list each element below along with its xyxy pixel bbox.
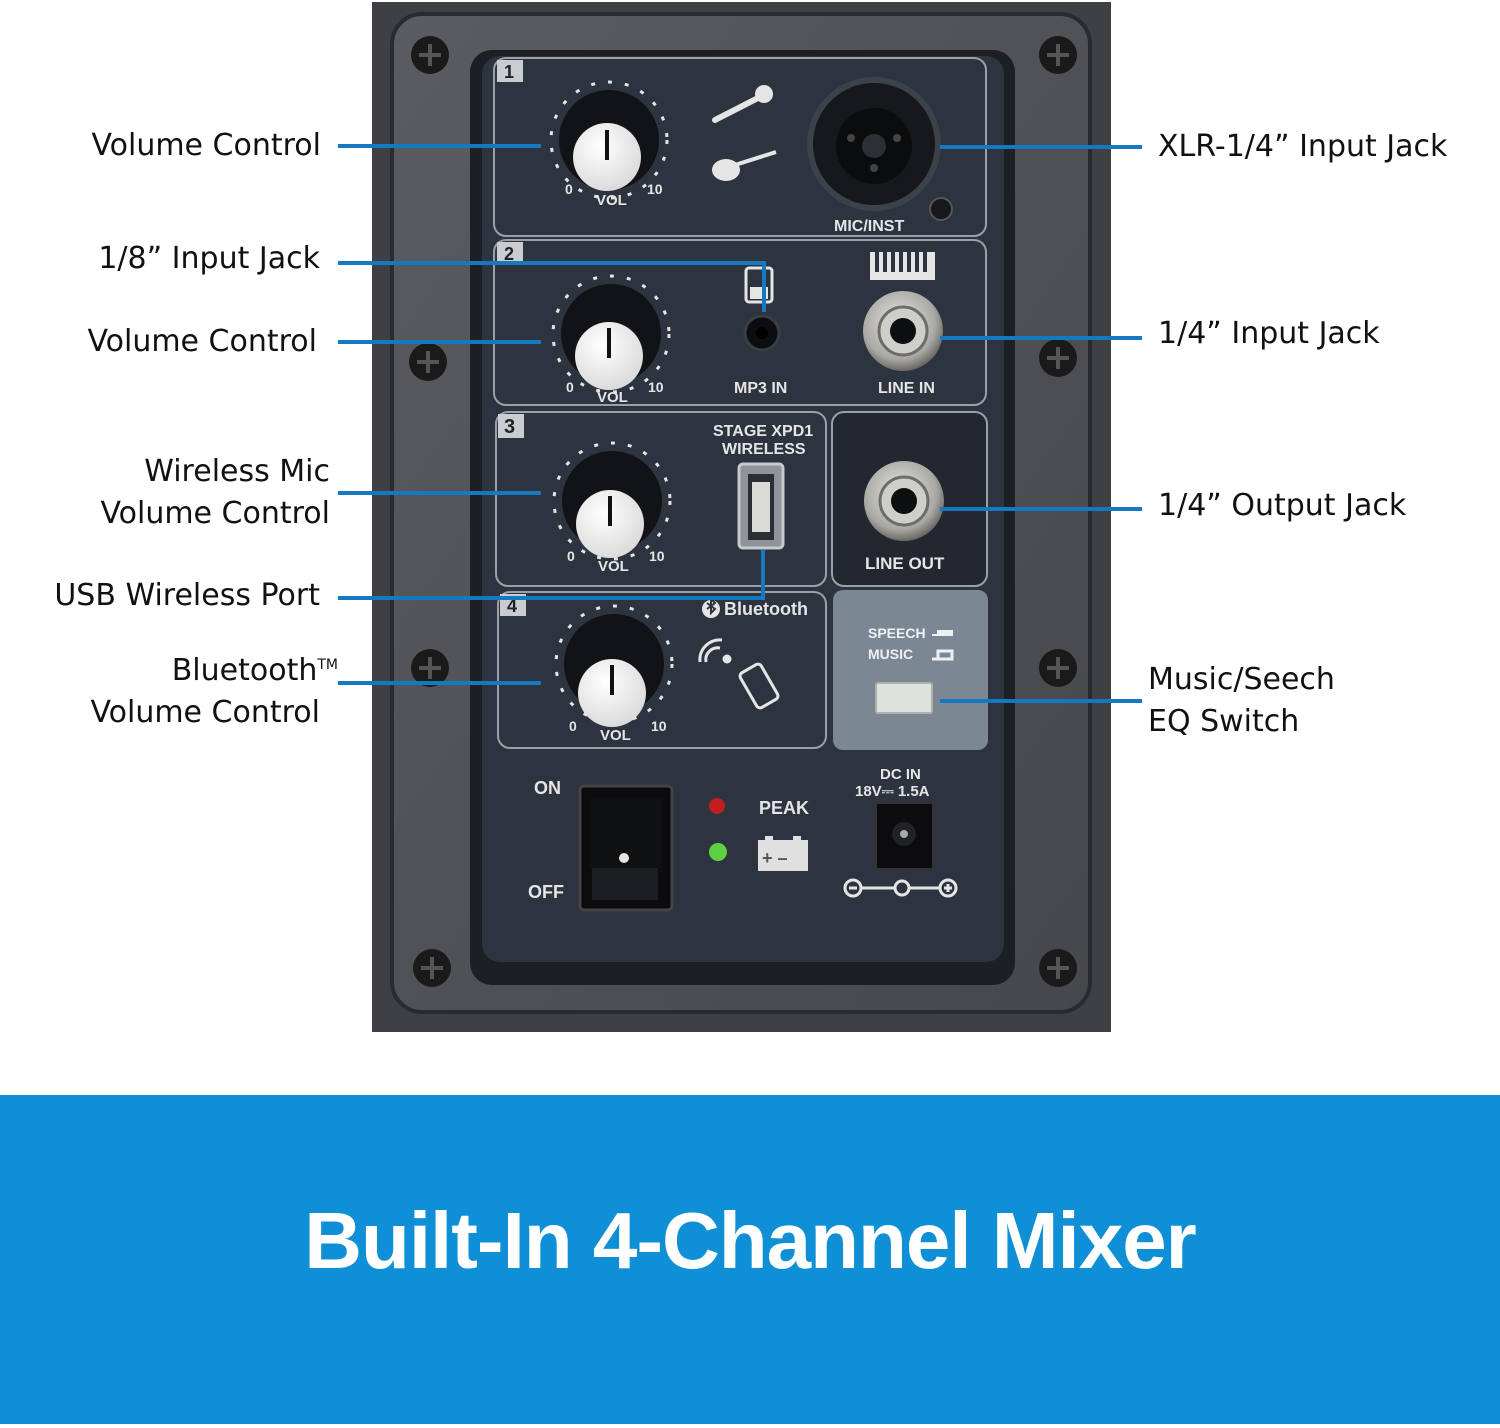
- vol-max-label: 10: [647, 181, 663, 197]
- vol-max-label: 10: [648, 379, 664, 395]
- screw-icon: [1039, 339, 1077, 377]
- screw-icon: [1039, 649, 1077, 687]
- channel-1-number: 1: [504, 62, 514, 82]
- channel-4-section: [497, 591, 827, 749]
- line-out-jack[interactable]: [864, 461, 944, 541]
- callout-usb-wireless-port: USB Wireless Port: [54, 578, 320, 613]
- peak-led-red: [709, 798, 725, 814]
- callout-quarter-input-jack: 1/4” Input Jack: [1158, 316, 1380, 351]
- callout-volume-control-2: Volume Control: [87, 324, 317, 359]
- dc-polarity-icon: [843, 878, 958, 898]
- vol-min-label: 0: [566, 379, 574, 395]
- keyboard-icon: [870, 252, 935, 280]
- channel-2-number: 2: [504, 244, 514, 264]
- channel-4-number: 4: [507, 596, 517, 616]
- dc-power-jack[interactable]: [875, 802, 934, 870]
- music-switch-icon: [932, 649, 954, 661]
- channel-2-section: [493, 239, 987, 406]
- wireless-label: WIRELESS: [722, 441, 806, 458]
- screw-icon: [409, 343, 447, 381]
- screw-icon: [413, 949, 451, 987]
- speech-switch-icon: [932, 630, 953, 636]
- banner-title: Built-In 4-Channel Mixer: [304, 1196, 1197, 1285]
- power-off-label: OFF: [528, 882, 564, 902]
- battery-polarity-label: + –: [762, 848, 788, 868]
- volume-knob-ch4[interactable]: [554, 604, 674, 727]
- eq-switch[interactable]: [875, 682, 933, 714]
- speech-label: SPEECH: [868, 625, 926, 641]
- callout-quarter-output-jack: 1/4” Output Jack: [1158, 488, 1407, 523]
- eighth-inch-jack[interactable]: [743, 314, 781, 352]
- line-out-label: LINE OUT: [865, 554, 945, 573]
- vol-label: VOL: [597, 389, 628, 406]
- vol-min-label: 0: [567, 548, 575, 564]
- mp3-in-label: MP3 IN: [734, 380, 787, 397]
- power-switch[interactable]: [578, 784, 674, 912]
- screw-icon: [411, 36, 449, 74]
- line-in-label: LINE IN: [878, 380, 935, 397]
- screw-icon: [411, 649, 449, 687]
- usb-wireless-port[interactable]: [737, 462, 785, 550]
- title-banner: [0, 1095, 1500, 1424]
- volume-knob-ch2[interactable]: [551, 274, 671, 394]
- vol-max-label: 10: [651, 718, 667, 734]
- leader-lines: [338, 144, 1142, 703]
- vol-label: VOL: [600, 727, 631, 744]
- vol-label: VOL: [598, 558, 629, 575]
- callout-eighth-input-jack: 1/8” Input Jack: [98, 241, 320, 276]
- callout-wireless-mic-volume: Wireless Mic Volume Control: [100, 454, 330, 531]
- vol-label: VOL: [596, 192, 627, 209]
- callout-volume-control-1: Volume Control: [91, 128, 321, 163]
- screw-icon: [1039, 36, 1077, 74]
- leader-line: [338, 261, 766, 312]
- guitar-icon: [712, 150, 777, 181]
- bluetooth-icon: [702, 596, 720, 618]
- peak-label: PEAK: [759, 798, 809, 818]
- stage-xpd1-label: STAGE XPD1: [713, 423, 813, 440]
- channel-3-section: [495, 411, 827, 587]
- callout-xlr-input-jack: XLR-1/4” Input Jack: [1158, 129, 1448, 164]
- phone-icon: [738, 662, 780, 710]
- channel-3-number: 3: [504, 416, 515, 438]
- vol-min-label: 0: [565, 181, 573, 197]
- line-in-jack[interactable]: [863, 291, 943, 371]
- volume-knob-ch3[interactable]: [552, 441, 672, 561]
- music-label: MUSIC: [868, 646, 913, 662]
- xlr-combo-jack[interactable]: [807, 77, 953, 221]
- dc-rating-label: 18V⎓ 1.5A: [855, 783, 930, 800]
- callout-bluetooth-volume: BluetoothTM Volume Control: [90, 653, 338, 730]
- wireless-signal-icon: [698, 638, 732, 664]
- power-on-label: ON: [534, 778, 561, 798]
- volume-knob-ch1[interactable]: [549, 80, 669, 200]
- power-led-green: [709, 843, 727, 861]
- eq-switch-section: [833, 590, 988, 750]
- callout-eq-switch: Music/Seech EQ Switch: [1148, 662, 1335, 739]
- microphone-icon: [712, 85, 773, 123]
- screw-icon: [1039, 949, 1077, 987]
- leader-line: [338, 550, 765, 600]
- battery-icon: [758, 836, 808, 871]
- mic-inst-label: MIC/INST: [834, 218, 904, 235]
- dc-in-label: DC IN: [880, 766, 921, 783]
- vol-min-label: 0: [569, 718, 577, 734]
- bluetooth-panel-label: Bluetooth: [724, 599, 808, 619]
- vol-max-label: 10: [649, 548, 665, 564]
